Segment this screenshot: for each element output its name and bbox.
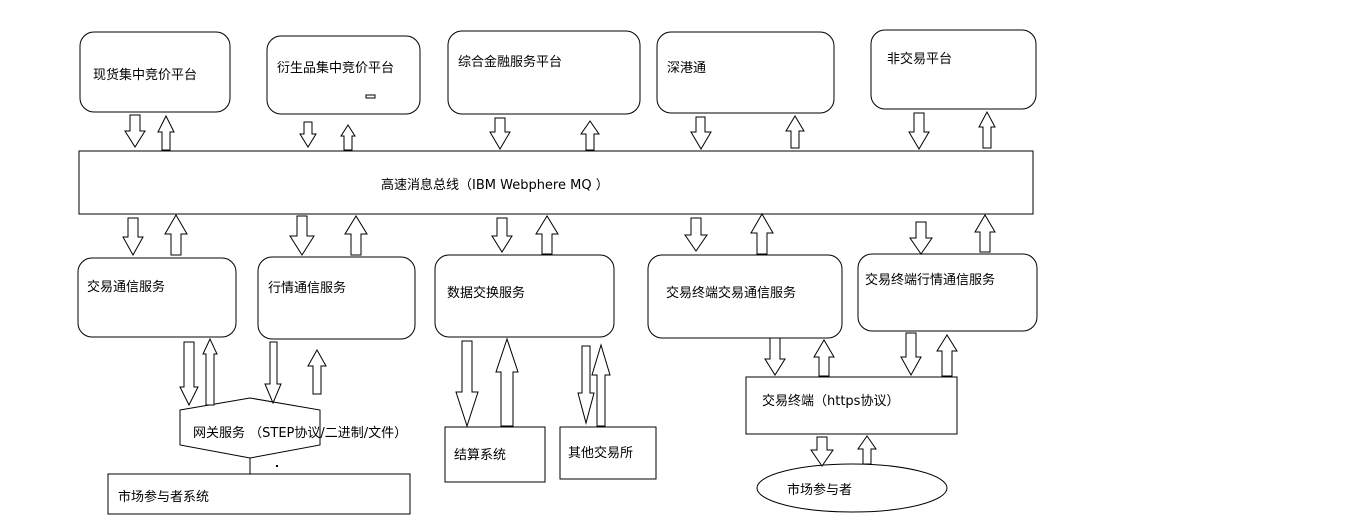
settlement-system-label: 结算系统 (454, 448, 506, 463)
other-exchanges: 其他交易所 (559, 426, 657, 480)
message-bus-label: 高速消息总线（IBM Webphere MQ ） (381, 177, 609, 193)
arrow-down (122, 217, 144, 257)
arrow-down (577, 345, 595, 425)
arrow-down (264, 341, 282, 405)
service-trade-communication-label: 交易通信服务 (87, 279, 165, 295)
arrow-up (974, 214, 996, 253)
platform-non-trading-label: 非交易平台 (887, 51, 952, 67)
arrow-up (785, 115, 805, 149)
market-participant-system: 市场参与者系统 (107, 473, 411, 515)
platform-derivatives-auction-label: 衍生品集中竞价平台 (277, 60, 394, 76)
arrow-up (580, 120, 600, 151)
arrow-up (936, 334, 958, 377)
market-participant: 市场参与者 (756, 463, 948, 513)
trading-terminal: 交易终端（https协议） (745, 376, 958, 435)
arrow-up (750, 213, 774, 255)
platform-spot-auction-label: 现货集中竞价平台 (93, 67, 197, 83)
platform-shenzhen-hk-connect-label: 深港通 (667, 61, 706, 76)
gateway-service: 网关服务 （STEP协议/二进制/文件） (179, 397, 407, 459)
arrow-up (813, 339, 835, 377)
arrow-down (764, 337, 786, 376)
service-quote-communication-label: 行情通信服务 (268, 280, 346, 296)
service-terminal-trade-communication-label: 交易终端交易通信服务 (666, 285, 796, 301)
arrow-down (909, 221, 933, 255)
platform-integrated-financial: 综合金融服务平台 (447, 30, 641, 115)
arrow-down (900, 332, 922, 377)
gateway-service-label: 网关服务 （STEP协议/二进制/文件） (193, 425, 407, 441)
arrow-down (908, 112, 930, 150)
service-terminal-quote-communication: 交易终端行情通信服务 (857, 253, 1038, 332)
arrow-down (455, 340, 479, 428)
arrow-up (495, 337, 519, 427)
platform-shenzhen-hk-connect: 深港通 (656, 31, 835, 114)
other-exchanges-label: 其他交易所 (568, 445, 633, 461)
arrow-down (299, 121, 317, 148)
settlement-system: 结算系统 (444, 426, 546, 483)
arrow-up (344, 215, 368, 256)
arrow-up (202, 337, 218, 406)
small-mark (365, 94, 376, 99)
arrow-down (810, 436, 834, 467)
service-trade-communication: 交易通信服务 (77, 257, 237, 338)
platform-derivatives-auction: 衍生品集中竞价平台 (266, 35, 421, 115)
arrow-down (491, 217, 513, 253)
platform-non-trading: 非交易平台 (870, 29, 1037, 110)
trading-terminal-label: 交易终端（https协议） (762, 393, 899, 409)
arrow-down (489, 117, 511, 150)
dot-mark (276, 465, 278, 467)
service-data-exchange: 数据交换服务 (434, 254, 615, 338)
service-terminal-quote-communication-label: 交易终端行情通信服务 (865, 272, 995, 288)
arrow-up (535, 215, 559, 255)
arrow-down (124, 114, 146, 148)
arrow-up (164, 214, 188, 256)
arrow-down (289, 215, 315, 256)
arrow-up (978, 110, 996, 149)
arrow-down (684, 217, 708, 252)
market-participant-system-label: 市场参与者系统 (118, 489, 209, 505)
service-data-exchange-label: 数据交换服务 (447, 285, 525, 301)
service-quote-communication: 行情通信服务 (257, 256, 416, 340)
arrow-up (157, 114, 175, 151)
arrow-up (307, 348, 327, 395)
arrow-up (591, 343, 611, 427)
platform-spot-auction: 现货集中竞价平台 (79, 31, 231, 113)
arrow-up (857, 435, 877, 465)
service-terminal-trade-communication: 交易终端交易通信服务 (647, 254, 843, 339)
arrow-up (340, 124, 356, 151)
arrow-down (690, 116, 712, 150)
platform-integrated-financial-label: 综合金融服务平台 (458, 54, 562, 70)
message-bus: 高速消息总线（IBM Webphere MQ ） (78, 150, 1034, 215)
market-participant-label: 市场参与者 (787, 482, 852, 498)
arrow-down (179, 341, 199, 407)
